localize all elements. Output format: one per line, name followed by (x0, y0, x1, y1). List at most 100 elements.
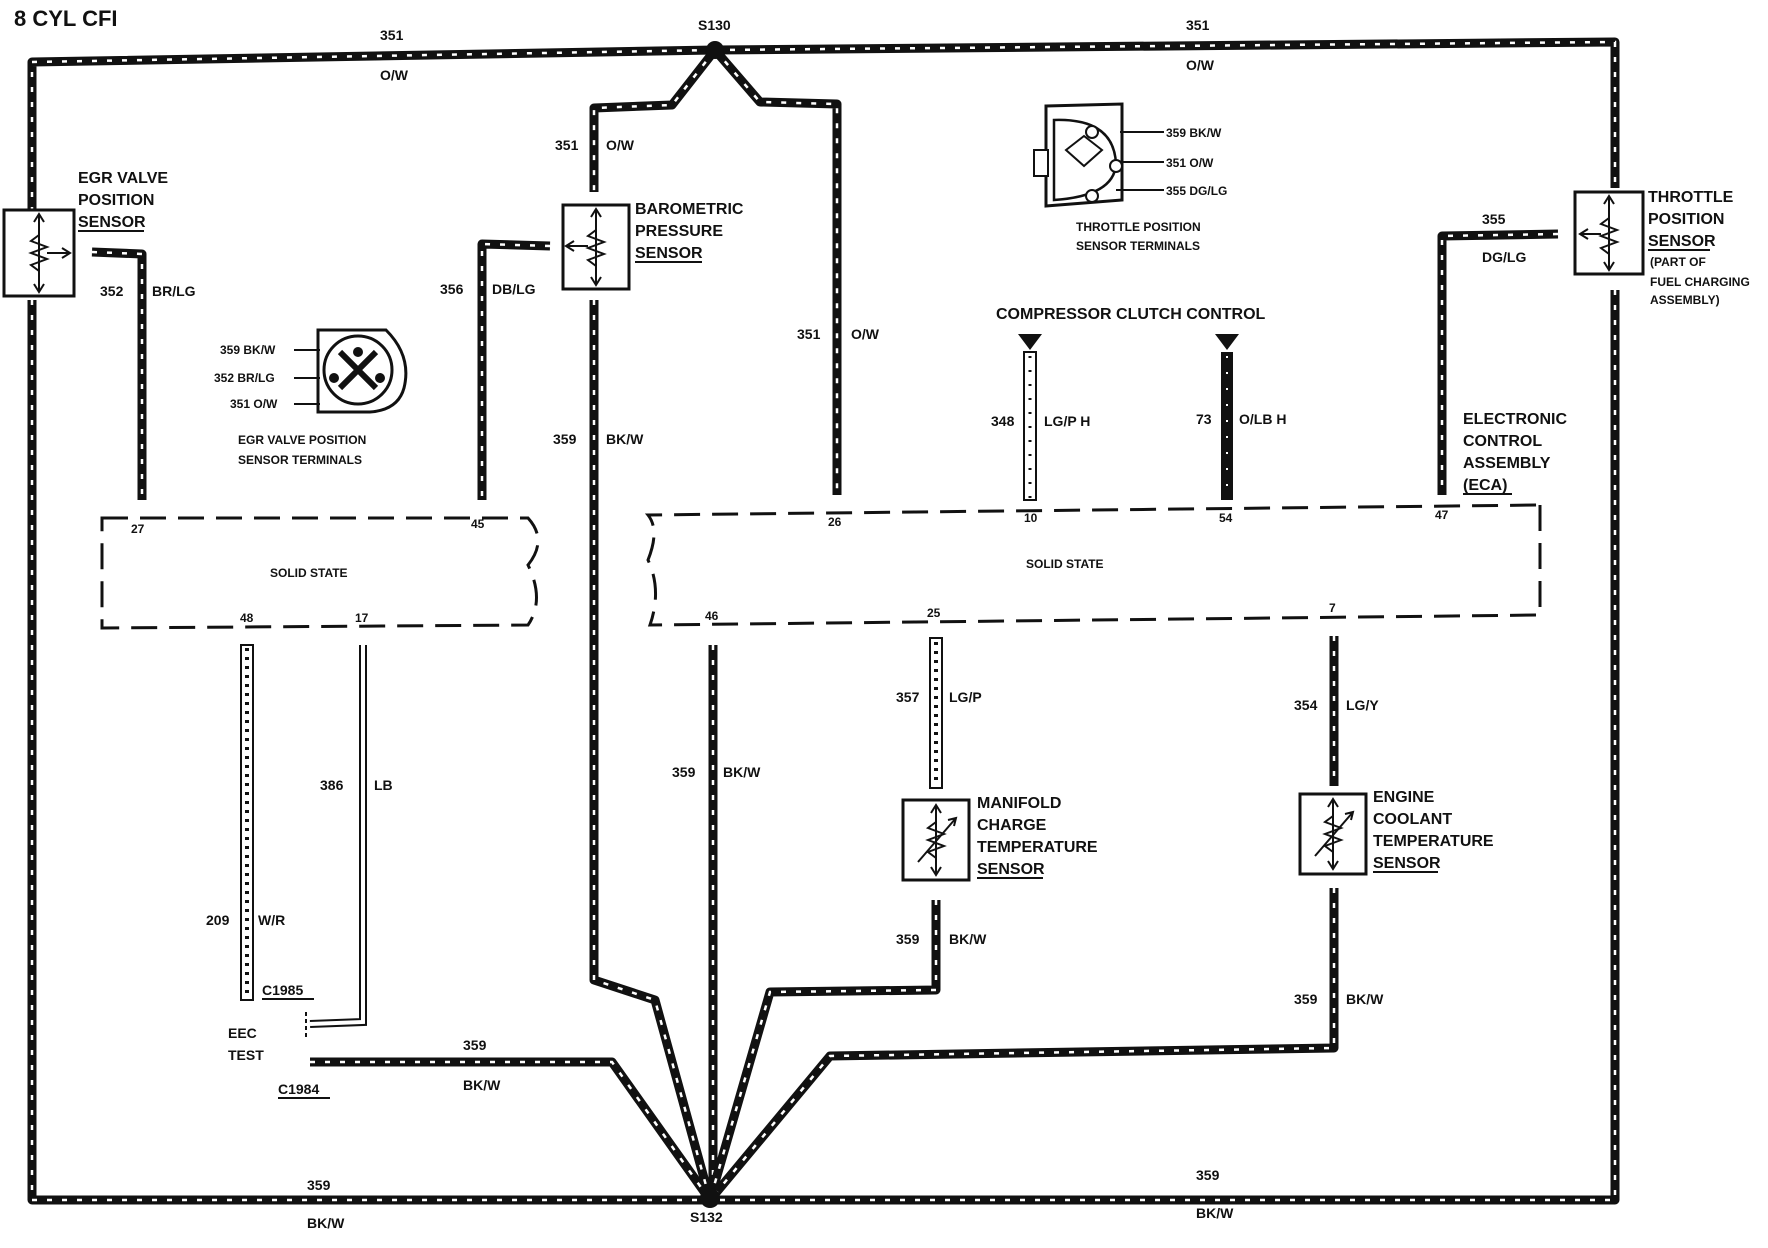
throttle-position-sensor: THROTTLE POSITION SENSOR (PART OF FUEL C… (1573, 189, 1750, 307)
pin-54: 54 (1219, 511, 1233, 525)
svg-text:TEMPERATURE: TEMPERATURE (977, 839, 1098, 856)
wire-351-top-left (27, 45, 716, 212)
wire-386 (309, 645, 367, 1028)
svg-text:BAROMETRIC: BAROMETRIC (635, 201, 744, 218)
svg-text:COOLANT: COOLANT (1373, 811, 1452, 828)
svg-text:BK/W: BK/W (723, 764, 761, 780)
wire-351-top-right (714, 37, 1620, 188)
svg-text:SENSOR TERMINALS: SENSOR TERMINALS (238, 453, 362, 467)
svg-text:EEC: EEC (228, 1025, 257, 1041)
svg-text:SENSOR: SENSOR (78, 214, 146, 231)
egr-terminals-inset: 359 BK/W 352 BR/LG 351 O/W EGR VALVE POS… (214, 328, 408, 467)
pin-27: 27 (131, 522, 145, 536)
svg-text:ENGINE: ENGINE (1373, 789, 1435, 806)
svg-text:351: 351 (555, 137, 579, 153)
eca-label: ELECTRONIC CONTROL ASSEMBLY (ECA) (1463, 411, 1567, 495)
svg-text:LG/P H: LG/P H (1044, 413, 1090, 429)
wire-359-ect (706, 888, 1339, 1203)
svg-text:352 BR/LG: 352 BR/LG (214, 371, 275, 385)
svg-text:BR/LG: BR/LG (152, 283, 196, 299)
svg-text:359: 359 (1196, 1167, 1220, 1183)
svg-text:351 O/W: 351 O/W (1166, 156, 1214, 170)
svg-text:SENSOR: SENSOR (635, 245, 703, 262)
pin-47: 47 (1435, 508, 1449, 522)
svg-text:(ECA): (ECA) (1463, 477, 1507, 494)
svg-text:209: 209 (206, 912, 230, 928)
svg-text:ELECTRONIC: ELECTRONIC (1463, 411, 1567, 428)
svg-text:356: 356 (440, 281, 464, 297)
svg-text:351: 351 (1186, 17, 1210, 33)
svg-text:SENSOR: SENSOR (977, 861, 1045, 878)
svg-text:BK/W: BK/W (307, 1215, 345, 1231)
engine-coolant-temp-sensor: ENGINE COOLANT TEMPERATURE SENSOR (1298, 789, 1494, 876)
wire-359-baro (589, 300, 715, 1202)
pin-48: 48 (240, 611, 254, 625)
svg-text:352: 352 (100, 283, 124, 299)
svg-text:354: 354 (1294, 697, 1318, 713)
splice-s132 (700, 1188, 720, 1208)
connector-c1984: C1984 (278, 1081, 319, 1097)
pin-26: 26 (828, 515, 842, 529)
pin-7: 7 (1329, 601, 1336, 615)
svg-text:ASSEMBLY: ASSEMBLY (1463, 455, 1551, 472)
svg-text:O/W: O/W (1186, 57, 1215, 73)
eec-test-connector: EEC TEST C1985 C1984 (228, 982, 330, 1099)
svg-text:351 O/W: 351 O/W (230, 397, 278, 411)
svg-text:DB/LG: DB/LG (492, 281, 536, 297)
splice-s130-label: S130 (698, 17, 731, 33)
svg-text:355: 355 (1482, 211, 1506, 227)
svg-text:359: 359 (1294, 991, 1318, 1007)
wire-357 (929, 637, 943, 789)
svg-text:W/R: W/R (258, 912, 285, 928)
svg-text:CHARGE: CHARGE (977, 817, 1047, 834)
eca-left-block (100, 516, 540, 630)
svg-text:CONTROL: CONTROL (1463, 433, 1542, 450)
svg-text:BK/W: BK/W (949, 931, 987, 947)
svg-text:359 BK/W: 359 BK/W (1166, 126, 1222, 140)
wire-209 (240, 644, 254, 1001)
svg-text:SENSOR: SENSOR (1648, 233, 1716, 250)
svg-text:359: 359 (672, 764, 696, 780)
svg-text:BK/W: BK/W (606, 431, 644, 447)
wire-351-eca26 (711, 47, 842, 495)
svg-text:BK/W: BK/W (1196, 1205, 1234, 1221)
svg-text:386: 386 (320, 777, 344, 793)
svg-text:(PART OF: (PART OF (1650, 255, 1706, 269)
connector-c1985: C1985 (262, 982, 303, 998)
wire-harness (27, 37, 1620, 1205)
svg-text:O/W: O/W (380, 67, 409, 83)
egr-position-sensor: EGR VALVE POSITION SENSOR (2, 170, 168, 298)
svg-text:351: 351 (380, 27, 404, 43)
svg-text:348: 348 (991, 413, 1015, 429)
pin-17: 17 (355, 611, 369, 625)
svg-text:359 BK/W: 359 BK/W (220, 343, 276, 357)
compressor-clutch-control: COMPRESSOR CLUTCH CONTROL (996, 306, 1266, 350)
eca-right-block (644, 503, 1542, 627)
pin-46: 46 (705, 609, 719, 623)
manifold-charge-temp-sensor: MANIFOLD CHARGE TEMPERATURE SENSOR (901, 795, 1098, 882)
svg-text:351: 351 (797, 326, 821, 342)
svg-text:359: 359 (553, 431, 577, 447)
pin-10: 10 (1024, 511, 1038, 525)
svg-text:DG/LG: DG/LG (1482, 249, 1526, 265)
svg-text:359: 359 (896, 931, 920, 947)
svg-text:COMPRESSOR CLUTCH CONTROL: COMPRESSOR CLUTCH CONTROL (996, 306, 1266, 323)
svg-text:BK/W: BK/W (1346, 991, 1384, 1007)
barometric-pressure-sensor: BAROMETRIC PRESSURE SENSOR (561, 201, 744, 291)
svg-text:73: 73 (1196, 411, 1212, 427)
svg-text:359: 359 (463, 1037, 487, 1053)
svg-text:POSITION: POSITION (78, 192, 154, 209)
svg-text:MANIFOLD: MANIFOLD (977, 795, 1061, 812)
svg-text:LB: LB (374, 777, 393, 793)
svg-text:POSITION: POSITION (1648, 211, 1724, 228)
svg-text:THROTTLE POSITION: THROTTLE POSITION (1076, 220, 1201, 234)
wire-73 (1221, 352, 1233, 500)
tps-terminals-inset: 359 BK/W 351 O/W 355 DG/LG THROTTLE POSI… (1033, 102, 1227, 253)
svg-text:FUEL CHARGING: FUEL CHARGING (1650, 275, 1750, 289)
svg-text:SENSOR: SENSOR (1373, 855, 1441, 872)
wire-labels: 351 O/W 351 O/W 351 O/W 351 O/W 352 BR/L… (100, 17, 1526, 1231)
svg-text:O/W: O/W (606, 137, 635, 153)
svg-text:O/LB H: O/LB H (1239, 411, 1286, 427)
diagram-title: 8 CYL CFI (14, 6, 118, 31)
